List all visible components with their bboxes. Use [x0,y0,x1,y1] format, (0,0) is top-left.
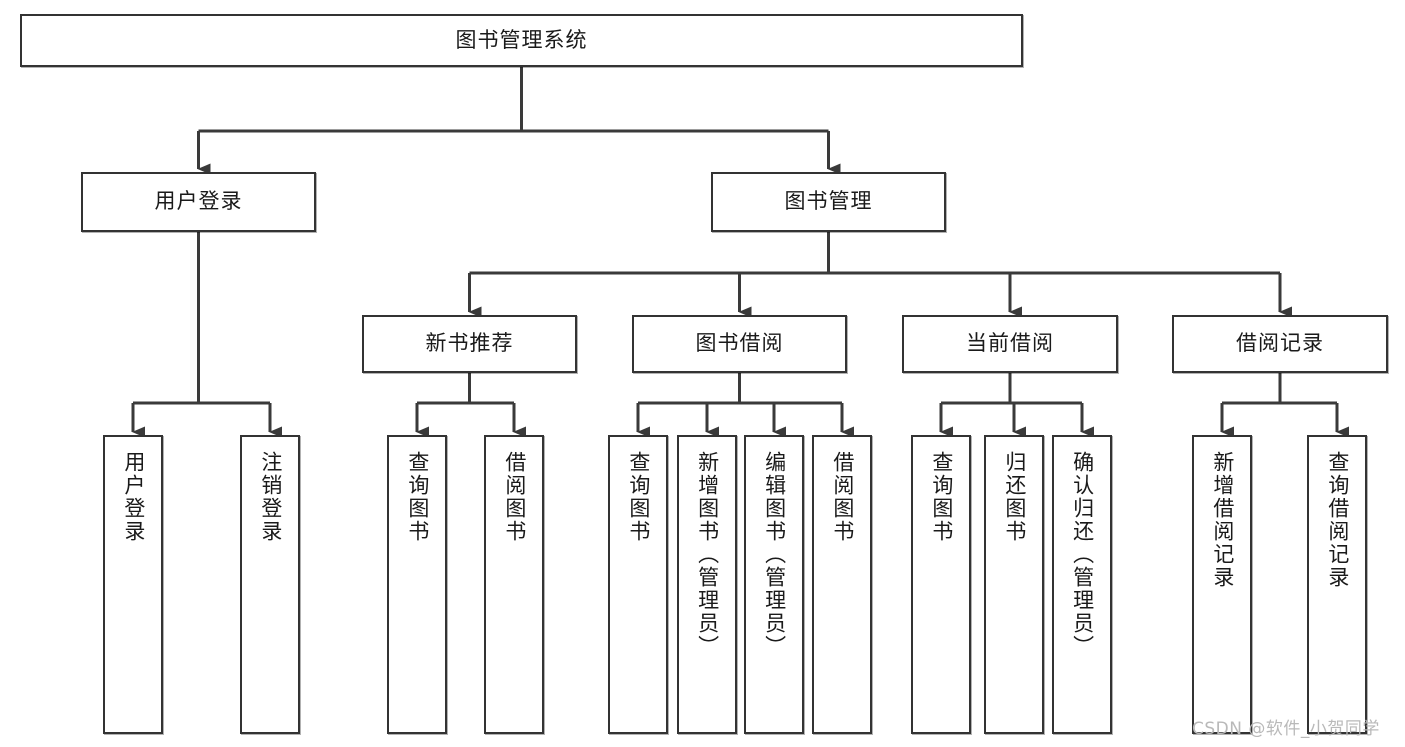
node-label: 查询图书 [626,451,651,543]
node-leaf-query-book-3[interactable]: 查询图书 [911,435,971,734]
node-label: 新增图书（管理员） [695,451,720,658]
node-label: 确认归还（管理员） [1070,451,1095,658]
node-leaf-add-borrow-record[interactable]: 新增借阅记录 [1192,435,1252,734]
node-label: 图书管理系统 [455,27,588,52]
node-label: 查询借阅记录 [1325,451,1350,589]
node-label: 图书借阅 [695,331,784,356]
node-user-login[interactable]: 用户登录 [81,172,316,232]
node-leaf-query-book-2[interactable]: 查询图书 [608,435,668,734]
node-leaf-confirm-return-admin[interactable]: 确认归还（管理员） [1052,435,1112,734]
node-leaf-add-book-admin[interactable]: 新增图书（管理员） [677,435,737,734]
node-label: 借阅图书 [502,451,527,543]
node-label: 借阅记录 [1236,331,1324,356]
node-label: 借阅图书 [830,451,855,543]
csdn-watermark: CSDN @软件_小贺同学 [1192,719,1380,739]
node-leaf-logout-login[interactable]: 注销登录 [240,435,300,734]
node-book-borrow[interactable]: 图书借阅 [632,315,847,373]
node-root[interactable]: 图书管理系统 [20,14,1023,67]
node-label: 注销登录 [258,451,283,543]
node-leaf-query-borrow-record[interactable]: 查询借阅记录 [1307,435,1367,734]
node-current-borrow[interactable]: 当前借阅 [902,315,1118,373]
node-label: 归还图书 [1002,451,1027,543]
node-label: 查询图书 [929,451,954,543]
node-label: 编辑图书（管理员） [762,451,787,658]
node-leaf-borrow-book-2[interactable]: 借阅图书 [812,435,872,734]
node-label: 当前借阅 [966,331,1054,356]
node-borrow-record[interactable]: 借阅记录 [1172,315,1388,373]
node-leaf-borrow-book-1[interactable]: 借阅图书 [484,435,544,734]
node-leaf-user-login[interactable]: 用户登录 [103,435,163,734]
node-label: 新书推荐 [425,331,514,356]
node-leaf-return-book[interactable]: 归还图书 [984,435,1044,734]
node-label: 用户登录 [154,189,243,214]
node-new-book-recommend[interactable]: 新书推荐 [362,315,577,373]
node-leaf-edit-book-admin[interactable]: 编辑图书（管理员） [744,435,804,734]
node-label: 查询图书 [405,451,430,543]
node-book-manage[interactable]: 图书管理 [711,172,946,232]
node-label: 图书管理 [784,189,873,214]
node-leaf-query-book-1[interactable]: 查询图书 [387,435,447,734]
node-label: 新增借阅记录 [1210,451,1235,589]
node-label: 用户登录 [121,451,146,543]
